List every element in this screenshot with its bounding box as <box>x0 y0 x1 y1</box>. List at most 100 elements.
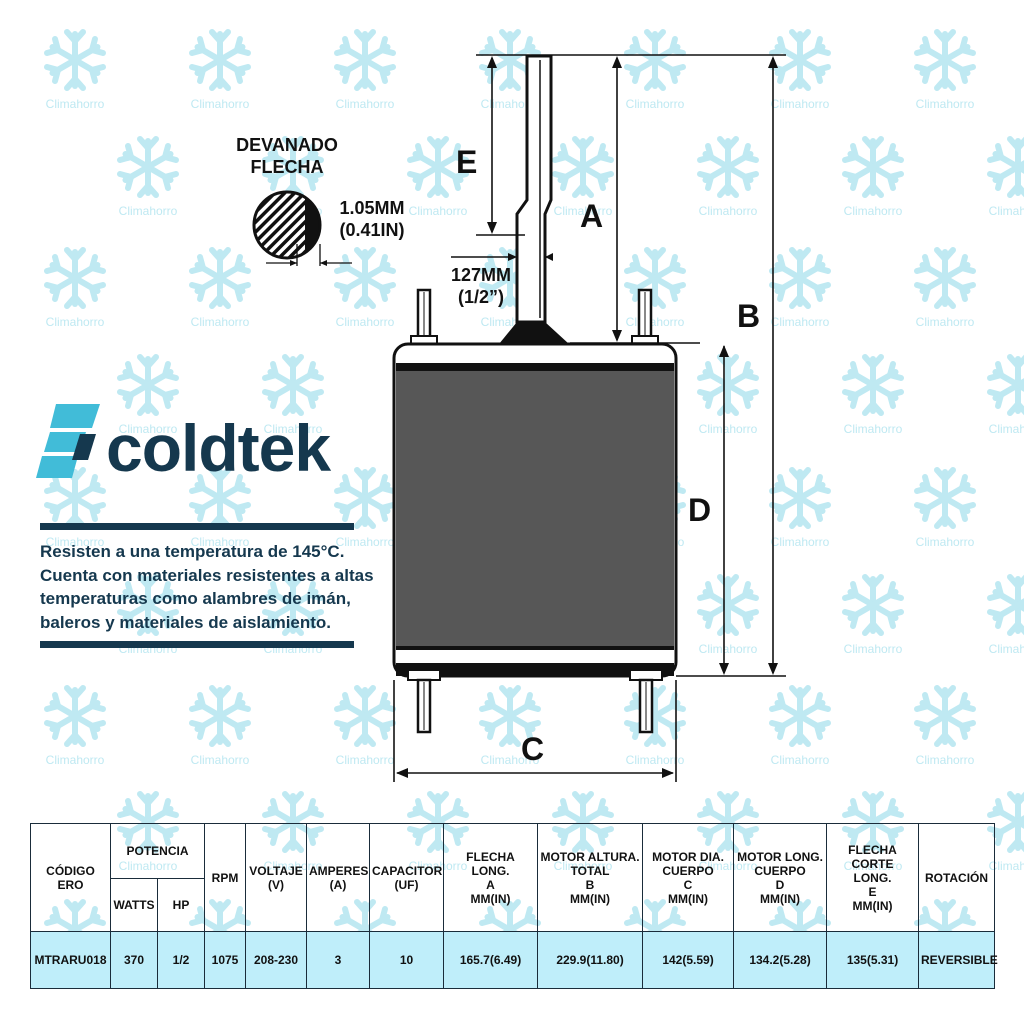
header-flecha-corte: FLECHA CORTE LONG. E MM(IN) <box>826 823 920 932</box>
header-flecha-long: FLECHA LONG. A MM(IN) <box>443 823 539 932</box>
header-codigo: CÓDIGO ERO <box>30 823 111 932</box>
watermark-brand: Climahorro <box>699 422 758 436</box>
shaft-diameter-mm: 127MM <box>450 265 512 285</box>
cell-flecha-long: 165.7(6.49) <box>443 931 539 989</box>
watermark-brand: Climahorro <box>699 204 758 218</box>
header-flecha-long-l3: MM(IN) <box>470 891 511 906</box>
description-line: Cuenta con materiales resistentes a alta… <box>40 565 374 585</box>
motor-shaft <box>499 54 569 344</box>
divider-bottom <box>40 641 354 648</box>
header-capacitor-l2: (UF) <box>394 877 419 892</box>
header-flecha-corte-l3: E <box>868 884 877 899</box>
header-amperes: AMPERES (A) <box>306 823 371 932</box>
cell-rotacion: REVERSIBLE <box>918 931 998 989</box>
watermark-brand: Climahorro <box>554 204 613 218</box>
description-line: temperaturas como alambres de imán, <box>40 589 351 608</box>
watermark-brand: Climahorro <box>336 753 395 767</box>
header-motor-dia-l1: MOTOR DIA. <box>652 849 724 864</box>
watermark-brand: Climahorro <box>336 535 395 549</box>
shaft-cross-section-icon <box>252 190 352 266</box>
dimension-label-e: E <box>456 144 478 180</box>
watermark-brand: Climahorro <box>916 315 975 329</box>
header-flecha-corte-l1: FLECHA CORTE <box>848 842 897 871</box>
header-watts: WATTS <box>110 878 158 932</box>
watermark-brand: Climahorro <box>264 422 323 436</box>
motor-body <box>392 288 678 734</box>
watermark-brand: Climahorro <box>844 204 903 218</box>
watermark-brand: Climahorro <box>916 535 975 549</box>
dimension-label-c: C <box>521 731 545 767</box>
header-motor-long-l3: D <box>775 877 785 892</box>
shaft-section-title: DEVANADO FLECHA <box>226 134 348 178</box>
watermark-brand: Climahorro <box>989 642 1024 656</box>
watermark-brand: Climahorro <box>119 422 178 436</box>
cell-motor-altura: 229.9(11.80) <box>537 931 644 989</box>
watermark-brand: Climahorro <box>46 97 105 111</box>
watermark-brand: Climahorro <box>771 97 830 111</box>
watermark-brand: Climahorro <box>191 535 250 549</box>
watermark-brand: Climahorro <box>191 753 250 767</box>
watermark-brand: Climahorro <box>119 204 178 218</box>
shaft-flat-mm: 1.05MM <box>339 198 405 218</box>
header-capacitor-l1: CAPACITOR <box>372 863 443 878</box>
shaft-section-title-line1: DEVANADO <box>236 135 338 155</box>
watermark-brand: Climahorro <box>771 315 830 329</box>
cell-rpm: 1075 <box>204 931 247 989</box>
watermark-brand: Climahorro <box>916 753 975 767</box>
product-description: Resisten a una temperatura de 145°C. Cue… <box>40 540 374 634</box>
watermark-brand: Climahorro <box>844 642 903 656</box>
watermark-brand: Climahorro <box>481 753 540 767</box>
header-motor-altura-l2: TOTAL <box>570 863 610 878</box>
dimension-arrows <box>396 56 778 778</box>
coldtek-logo-icon <box>36 404 100 478</box>
watermark-brand: Climahorro <box>46 753 105 767</box>
watermark-brand: Climahorro <box>989 859 1024 873</box>
cell-watts: 370 <box>110 931 158 989</box>
shaft-diameter-in: (1/2”) <box>457 287 504 307</box>
divider-top <box>40 523 354 530</box>
watermark-brand: Climahorro <box>916 97 975 111</box>
shaft-section-title-line2: FLECHA <box>250 157 324 177</box>
cell-codigo: MTRARU018 <box>30 931 111 989</box>
header-voltaje-l1: VOLTAJE <box>249 863 303 878</box>
watermark-brand: Climahorro <box>191 97 250 111</box>
watermark-brand: Climahorro <box>989 204 1024 218</box>
cell-motor-dia: 142(5.59) <box>642 931 735 989</box>
header-motor-altura-l1: MOTOR ALTURA. <box>540 849 640 864</box>
header-motor-long-l2: CUERPO <box>754 863 806 878</box>
watermark-brand: Climahorro <box>626 97 685 111</box>
header-motor-dia-l2: CUERPO <box>662 863 714 878</box>
header-flecha-corte-l2: LONG. <box>853 870 892 885</box>
shaft-flat-dimension: 1.05MM (0.41IN) <box>328 197 416 241</box>
header-motor-dia: MOTOR DIA. CUERPO C MM(IN) <box>642 823 735 932</box>
dimension-label-a: A <box>580 198 604 234</box>
shaft-diameter-dimension: 127MM (1/2”) <box>440 264 522 308</box>
cell-flecha-corte: 135(5.31) <box>826 931 920 989</box>
watermark-brand: Climahorro <box>336 97 395 111</box>
header-potencia: POTENCIA <box>109 823 206 879</box>
brand-name: coldtek <box>106 411 331 485</box>
watermark-brand: Climahorro <box>626 753 685 767</box>
shaft-flat-in: (0.41IN) <box>339 220 405 240</box>
watermark-brand: Climahorro <box>46 535 105 549</box>
header-flecha-corte-l4: MM(IN) <box>852 898 893 913</box>
header-voltaje: VOLTAJE (V) <box>245 823 308 932</box>
header-motor-altura-l4: MM(IN) <box>570 891 610 906</box>
header-amperes-l2: (A) <box>329 877 347 892</box>
header-amperes-l1: AMPERES <box>309 863 369 878</box>
watermark-brand: Climahorro <box>699 642 758 656</box>
header-motor-long-l1: MOTOR LONG. <box>737 849 823 864</box>
header-flecha-long-l2: A <box>486 877 495 892</box>
description-line: baleros y materiales de aislamiento. <box>40 612 332 632</box>
snowflake-icon <box>990 794 1024 850</box>
cell-hp: 1/2 <box>156 931 206 989</box>
cell-motor-long: 134.2(5.28) <box>733 931 828 989</box>
watermark-brand: Climahorro <box>336 315 395 329</box>
watermark-brand: Climahorro <box>481 97 540 111</box>
header-motor-dia-l3: C <box>683 877 693 892</box>
cell-voltaje: 208-230 <box>245 931 308 989</box>
header-motor-long: MOTOR LONG. CUERPO D MM(IN) <box>733 823 828 932</box>
header-motor-dia-l4: MM(IN) <box>668 891 708 906</box>
watermark-brand: Climahorro <box>771 535 830 549</box>
dimension-label-d: D <box>688 492 712 528</box>
